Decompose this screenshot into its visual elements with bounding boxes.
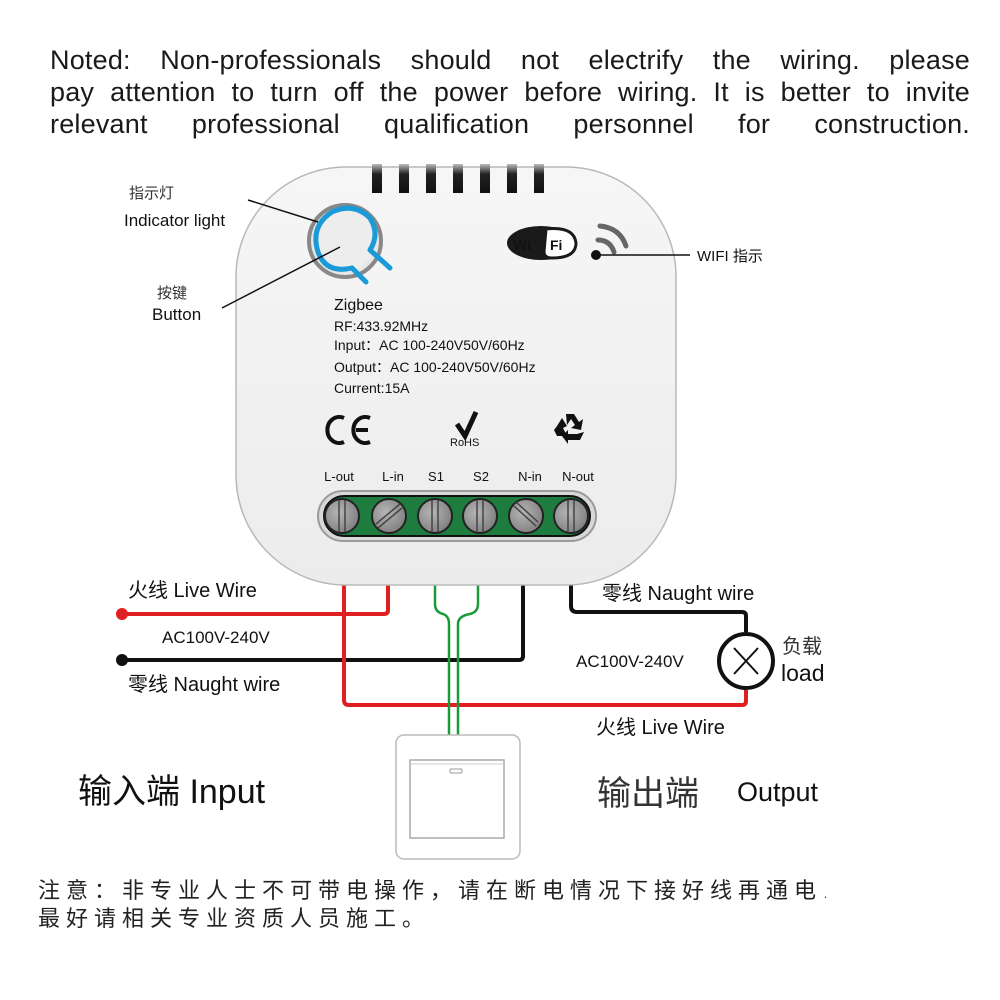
label-output-live: 火线 Live Wire: [596, 716, 725, 739]
input-neutral-terminal-dot: [116, 654, 128, 666]
label-input-neutral: 零线 Naught wire: [128, 673, 280, 696]
input-live-terminal-dot: [116, 608, 128, 620]
label-input-section: 输入端 Input: [78, 773, 266, 811]
terminal-screw[interactable]: [324, 498, 360, 534]
load-lamp-icon: [717, 632, 775, 690]
terminal-screw[interactable]: [508, 498, 544, 534]
spec-current: Current:15A: [334, 380, 410, 396]
output-neutral-wire: [569, 582, 748, 632]
output-live-wire: [342, 582, 748, 707]
wifi-logo-fi: Fi: [550, 237, 562, 253]
rohs-label: RoHS: [450, 437, 479, 449]
terminal-screw[interactable]: [462, 498, 498, 534]
label-load-en: load: [781, 660, 824, 686]
label-output-voltage: AC100V-240V: [576, 652, 684, 671]
terminal-screw[interactable]: [553, 498, 589, 534]
terminal-label-l-in: L-in: [382, 469, 404, 484]
switch-module: Wi Fi Zigbee RF:433.92MHz Input：AC 100-2…: [235, 164, 677, 586]
wiring-labels: 火线 Live Wire AC100V-240V 零线 Naught wire …: [78, 579, 824, 814]
spec-protocol: Zigbee: [334, 297, 383, 314]
notice-line: relevant professional qualification pers…: [50, 109, 970, 139]
callout-button-en: Button: [152, 305, 201, 324]
notice-chinese: 注意：非专业人士不可带电操作，请在断电情况下接好线再通电. 最好请相关专业资质人…: [38, 878, 938, 934]
label-output-section-en: Output: [737, 777, 819, 807]
label-input-live: 火线 Live Wire: [128, 579, 257, 602]
wifi-indicator-icon: [591, 223, 629, 260]
notice-english: Noted: Non-professionals should not elec…: [50, 44, 970, 140]
label-input-voltage: AC100V-240V: [162, 628, 270, 647]
indicator-button[interactable]: [307, 203, 393, 285]
terminal-label-l-out: L-out: [324, 469, 354, 484]
ce-mark-icon: [325, 415, 371, 445]
label-output-section-cn: 输出端: [597, 774, 699, 814]
indicator-light-ring: [313, 205, 393, 272]
terminal-label-s2: S2: [473, 469, 489, 484]
switch-wire-s2: [456, 582, 480, 740]
callout-button-line: [221, 246, 341, 309]
callout-button-cn: 按键: [157, 284, 187, 302]
wall-switch[interactable]: [395, 734, 521, 860]
callout-indicator-cn: 指示灯: [129, 184, 174, 202]
input-live-wire: [122, 582, 390, 616]
notice-line: 最好请相关专业资质人员施工。: [38, 907, 431, 932]
switch-wire-s1: [433, 582, 451, 740]
label-output-neutral: 零线 Naught wire: [602, 582, 754, 605]
spec-input: Input：AC 100-240V50V/60Hz: [334, 337, 525, 353]
terminal-label-s1: S1: [428, 469, 444, 484]
notice-line: 注意：非专业人士不可带电操作，请在断电情况下接好线再通电.: [38, 879, 835, 904]
wifi-logo-wi: Wi: [513, 237, 531, 254]
terminal-labels: L-out L-in S1 S2 N-in N-out: [324, 469, 594, 484]
terminal-block: [317, 490, 597, 542]
callout-indicator-line: [247, 199, 319, 223]
switch-indicator: [449, 768, 463, 774]
wires: [116, 582, 748, 740]
vents: [372, 164, 544, 193]
terminal-label-n-out: N-out: [562, 469, 594, 484]
terminal-label-n-in: N-in: [518, 469, 542, 484]
callout-indicator-en: Indicator light: [124, 211, 225, 230]
notice-line: pay attention to turn off the power befo…: [50, 77, 970, 107]
terminal-screw[interactable]: [417, 498, 453, 534]
wifi-logo-icon: Wi Fi: [507, 226, 578, 260]
recycle-icon: [554, 414, 584, 444]
spec-rf: RF:433.92MHz: [334, 318, 428, 334]
terminal-screw[interactable]: [371, 498, 407, 534]
input-neutral-wire: [122, 582, 525, 662]
callouts: 指示灯 Indicator light 按键 Button WIFI 指示: [124, 184, 763, 324]
notice-line: Noted: Non-professionals should not elec…: [50, 45, 970, 75]
label-load-cn: 负载: [782, 634, 822, 658]
callout-wifi: WIFI 指示: [697, 248, 763, 265]
rohs-mark-icon: RoHS: [450, 410, 479, 449]
spec-output: Output：AC 100-240V50V/60Hz: [334, 359, 536, 375]
